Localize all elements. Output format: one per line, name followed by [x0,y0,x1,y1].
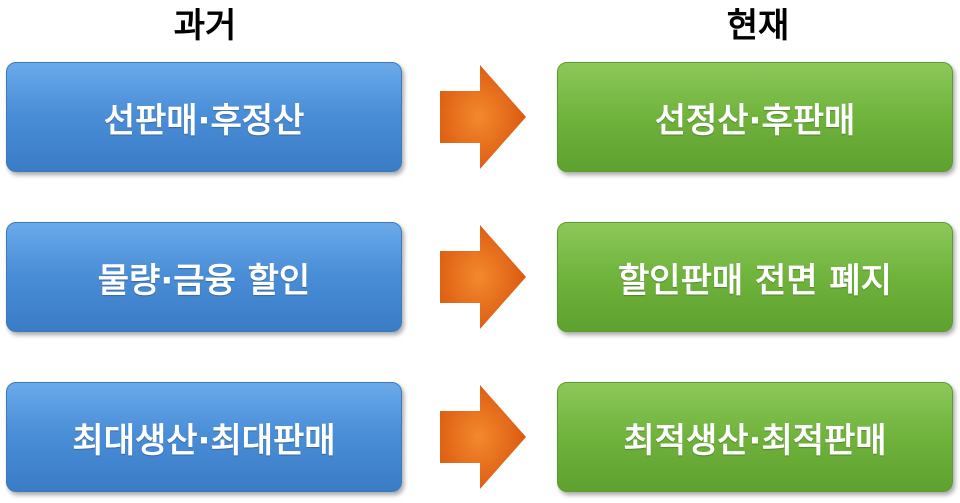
present-box-3: 최적생산·최적판매 [557,382,953,492]
right-arrow-icon [440,65,526,169]
present-box-1: 선정산·후판매 [557,62,953,172]
past-box-label: 최대생산·최대판매 [72,420,336,461]
past-box-2: 물량·금융 할인 [6,222,402,332]
present-box-label: 최적생산·최적판매 [623,420,887,461]
past-box-label: 선판매·후정산 [103,100,305,141]
past-box-label: 물량·금융 할인 [97,260,311,301]
present-column-header: 현재 [726,6,790,46]
present-box-2: 할인판매 전면 폐지 [557,222,953,332]
present-box-label: 할인판매 전면 폐지 [618,260,892,301]
past-column-header: 과거 [173,6,237,46]
past-box-1: 선판매·후정산 [6,62,402,172]
right-arrow-icon [440,385,526,489]
present-box-label: 선정산·후판매 [654,100,856,141]
right-arrow-icon [440,225,526,329]
past-box-3: 최대생산·최대판매 [6,382,402,492]
